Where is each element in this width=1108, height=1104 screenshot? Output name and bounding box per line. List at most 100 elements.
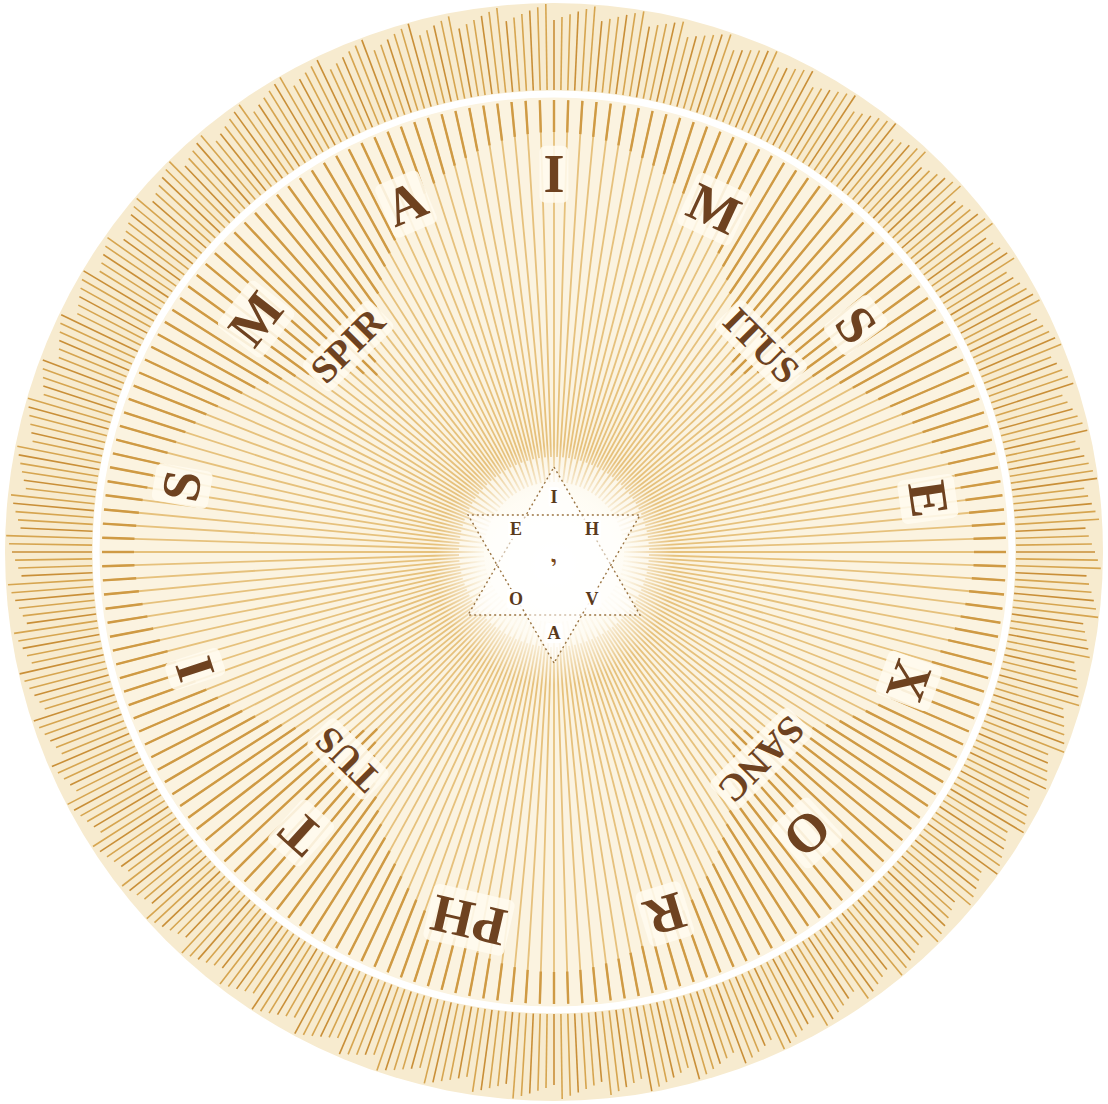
- ray: [958, 777, 1027, 816]
- ray: [15, 593, 94, 600]
- ray: [128, 829, 184, 871]
- ray: [611, 286, 920, 511]
- ray: [126, 231, 184, 275]
- ray: [767, 962, 803, 1030]
- ray: [1009, 635, 1089, 650]
- ray: [108, 481, 148, 487]
- ray: [8, 580, 93, 585]
- ray: [791, 90, 830, 155]
- ray: [568, 1014, 571, 1096]
- ring-letter: R: [634, 880, 696, 948]
- ray: [442, 114, 455, 165]
- ray: [237, 926, 283, 989]
- ray: [100, 807, 168, 852]
- ray: [883, 174, 937, 227]
- ray: [976, 740, 1047, 772]
- ray: [954, 783, 1025, 824]
- ray: [723, 982, 753, 1057]
- ray: [59, 349, 127, 377]
- ray: [455, 946, 466, 993]
- ray: [911, 210, 970, 259]
- ray: [113, 573, 461, 651]
- ray: [723, 50, 751, 122]
- ray: [974, 538, 1006, 539]
- ray: [858, 900, 911, 960]
- ray: [1009, 456, 1085, 470]
- center-glow: [434, 445, 674, 685]
- ray: [45, 708, 119, 735]
- ray: [64, 746, 135, 779]
- ray: [25, 662, 106, 682]
- ray: [595, 21, 601, 92]
- ray: [107, 812, 172, 857]
- ray: [103, 578, 136, 580]
- ray: [110, 629, 153, 637]
- ray: [324, 838, 385, 941]
- ray: [791, 949, 833, 1019]
- ray: [625, 253, 893, 489]
- ray: [483, 106, 539, 459]
- star-letter: O: [507, 589, 525, 609]
- ray: [593, 102, 596, 137]
- ray: [602, 19, 610, 93]
- ring-letter: PH: [422, 883, 516, 957]
- ray: [324, 163, 385, 266]
- ray: [736, 977, 766, 1046]
- disc-ground: [5, 3, 1103, 1101]
- ray: [129, 584, 465, 705]
- ray: [948, 453, 995, 464]
- ray: [214, 909, 260, 965]
- ray: [81, 288, 151, 327]
- ray: [245, 930, 288, 991]
- ray: [15, 559, 92, 560]
- ray: [106, 604, 143, 609]
- ray: [514, 18, 520, 92]
- ray: [530, 11, 534, 91]
- ray: [6, 536, 92, 539]
- ray: [967, 314, 1030, 346]
- ray: [840, 721, 943, 782]
- ray: [567, 972, 568, 1004]
- ray: [664, 118, 680, 174]
- ray: [826, 926, 874, 992]
- ray: [526, 101, 528, 134]
- ray: [1007, 641, 1089, 657]
- ray: [602, 1012, 611, 1096]
- ray: [106, 495, 143, 500]
- ray: [1016, 566, 1101, 569]
- ray: [362, 40, 392, 120]
- ray: [43, 360, 122, 390]
- ray: [469, 953, 477, 996]
- ray: [61, 315, 138, 352]
- ray: [121, 824, 180, 867]
- ray: [1010, 628, 1087, 641]
- ray: [837, 918, 883, 977]
- ray: [767, 70, 804, 142]
- ray: [913, 399, 980, 423]
- ray: [653, 114, 666, 165]
- ray: [513, 1013, 520, 1099]
- ray: [842, 913, 887, 969]
- ray: [27, 614, 96, 623]
- ray: [401, 641, 522, 977]
- inner-rays: [102, 100, 1006, 1004]
- ray: [355, 46, 385, 122]
- ray: [506, 21, 512, 92]
- ray: [729, 51, 759, 125]
- ray: [427, 30, 445, 103]
- ray: [948, 640, 995, 651]
- ray: [546, 4, 547, 90]
- ray: [58, 740, 132, 773]
- ray: [1013, 488, 1084, 497]
- ray: [650, 1004, 667, 1082]
- ray: [159, 185, 215, 237]
- ray: [216, 141, 261, 195]
- ray: [955, 467, 998, 475]
- ray: [62, 727, 127, 754]
- ray: [974, 551, 1006, 553]
- ring-letter: M: [675, 171, 752, 247]
- ray: [188, 593, 497, 818]
- ray: [43, 369, 119, 396]
- ray: [420, 999, 438, 1068]
- ray: [1003, 423, 1083, 443]
